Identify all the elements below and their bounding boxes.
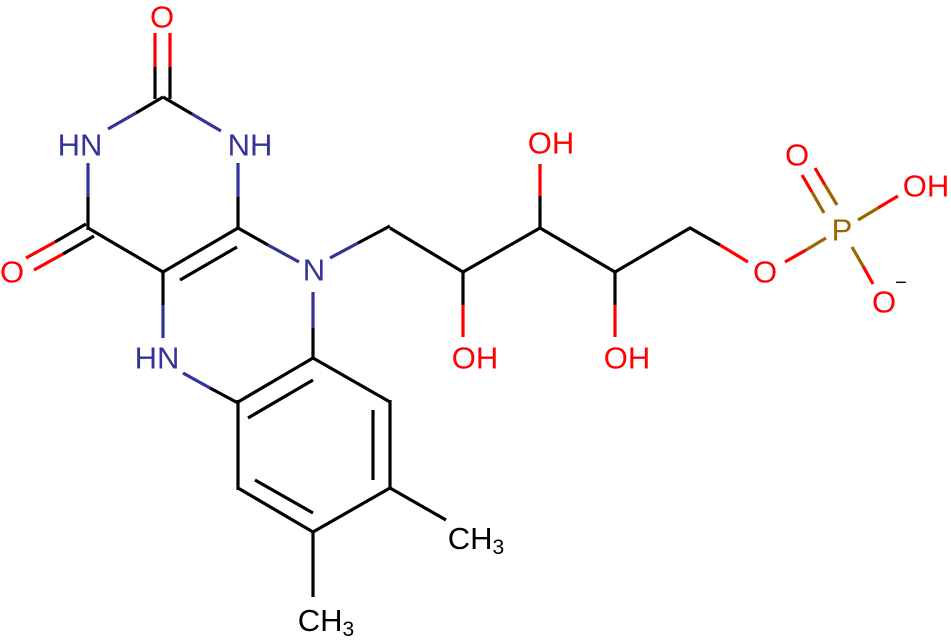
bonds [25,33,899,597]
atom-p: P [832,213,853,248]
atom-oh-2: OH [452,341,499,376]
atom-n10: N [303,253,325,288]
charge-minus: − [895,272,907,294]
atom-o-ester: O [753,255,777,290]
atom-n3: HN [58,128,103,163]
atom-ch3-c7: CH3 [298,603,354,641]
atom-ch3-c8: CH3 [448,521,504,559]
atom-o-double: O [785,138,809,173]
atom-oh-3: OH [528,126,575,161]
atom-oh-4: OH [604,341,651,376]
atom-o-c4: O [0,255,24,290]
atom-n5: HN [135,341,180,376]
atom-o-minus: O [872,285,896,320]
atom-n1: NH [228,128,273,163]
atom-oh-p: OH [903,169,950,204]
atom-o-c2: O [150,0,174,35]
